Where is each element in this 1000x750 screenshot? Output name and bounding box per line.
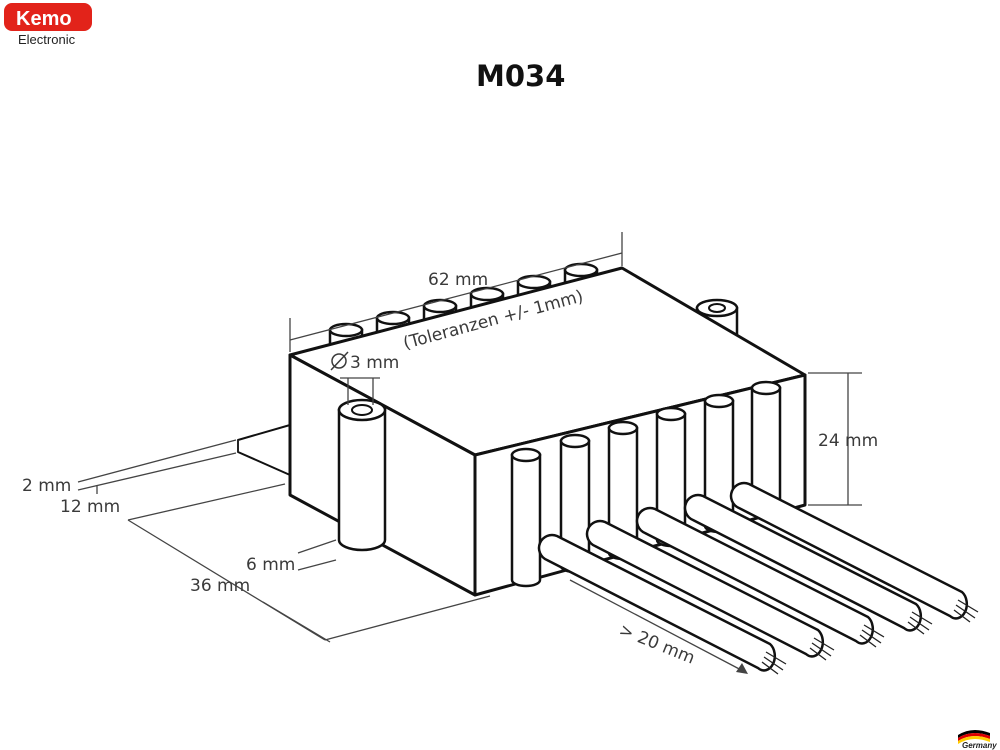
dim-hole-label: 3 mm [350, 353, 399, 373]
page-title: M034 [476, 59, 565, 93]
dim-depth-label: 36 mm [190, 576, 250, 596]
diameter-icon [330, 351, 349, 371]
dim-height-label: 24 mm [818, 431, 878, 451]
dim-length-label: 62 mm [428, 270, 488, 290]
brand-name: Kemo [16, 8, 72, 30]
mounting-flange [237, 424, 291, 476]
wire [729, 481, 979, 623]
wire [537, 533, 787, 675]
arrow-head [736, 663, 748, 674]
terminal-column [510, 447, 542, 588]
dimension-lines [77, 232, 862, 674]
mounting-post-front [337, 398, 387, 552]
wires [537, 481, 979, 675]
wire [635, 506, 885, 648]
wire [585, 519, 835, 661]
brand-subtitle: Electronic [18, 32, 76, 47]
germany-badge: Germany [958, 729, 997, 750]
dim-post-spacing-label: 6 mm [246, 555, 295, 575]
kemo-logo: Kemo Electronic [4, 3, 92, 47]
germany-flag-icon [958, 729, 990, 744]
wire [683, 493, 933, 635]
germany-label: Germany [962, 741, 997, 750]
kemo-logo-badge [4, 3, 92, 31]
dim-hole: 3 mm [330, 351, 399, 373]
dim-flange-thickness-label: 2 mm [22, 476, 71, 496]
dim-flange-offset-label: 12 mm [60, 497, 120, 517]
